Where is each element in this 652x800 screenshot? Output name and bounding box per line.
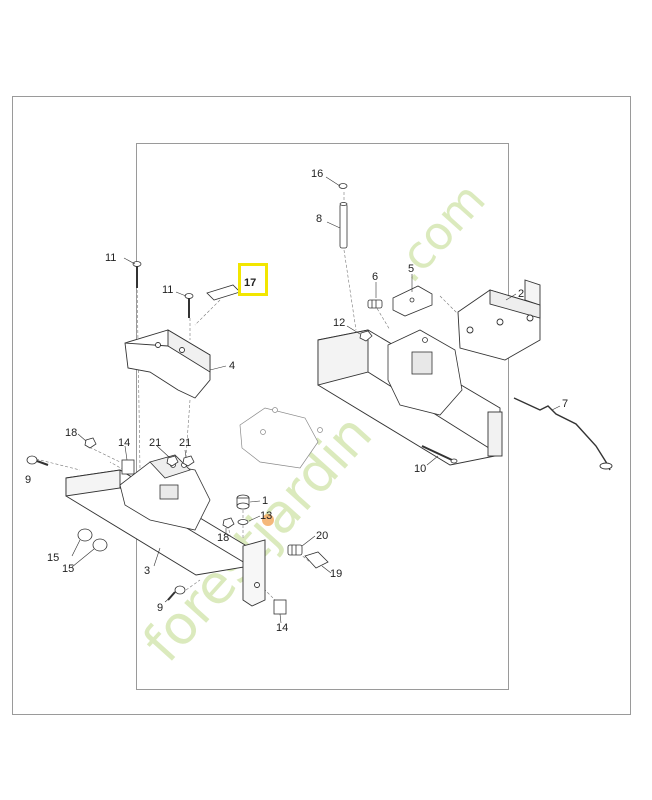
callout-12: 12 <box>333 317 345 329</box>
watermark-suffix: .com <box>380 172 496 292</box>
callout-1: 1 <box>262 495 268 507</box>
callout-9-left: 9 <box>25 474 31 486</box>
callout-6: 6 <box>372 271 378 283</box>
part-18-nut-lower <box>222 517 235 529</box>
callout-10: 10 <box>414 463 426 475</box>
part-8-pin <box>339 202 348 249</box>
callout-21-right: 21 <box>179 437 191 449</box>
part-20-spring <box>287 544 303 556</box>
callout-21-left: 21 <box>149 437 161 449</box>
part-14-clip-lower <box>273 599 287 615</box>
callout-16: 16 <box>311 168 323 180</box>
rear-bracket-ghost <box>239 407 323 469</box>
part-21-nut-right <box>182 455 195 467</box>
callout-labels: 16 8 6 5 2 11 11 17 12 4 7 18 14 21 21 9… <box>25 168 568 634</box>
outer-frame <box>12 96 631 715</box>
part-9-bolt-left <box>26 455 49 466</box>
callout-3: 3 <box>144 565 150 577</box>
callout-14-lower: 14 <box>276 622 288 634</box>
part-18-nut-upper <box>84 437 97 449</box>
part-15-cap-lower <box>92 538 108 552</box>
inner-frame <box>136 143 509 690</box>
part-13-washer <box>237 519 249 525</box>
part-21-nut-left <box>166 455 179 467</box>
callout-11-long: 11 <box>105 252 116 264</box>
callout-11-short: 11 <box>162 284 173 296</box>
callout-5: 5 <box>408 263 414 275</box>
part-11-bolt-long <box>132 261 142 288</box>
part-2-hitch-bracket <box>457 279 541 361</box>
part-17-shim <box>206 284 241 301</box>
callout-8: 8 <box>316 213 322 225</box>
part-16-clip <box>338 183 348 189</box>
part-5-plate <box>392 285 433 317</box>
part-10-bolt <box>421 445 458 464</box>
part-7-rod-loop <box>599 462 613 470</box>
callout-18-upper: 18 <box>65 427 77 439</box>
part-6-spring <box>367 299 383 309</box>
part-15-cap-upper <box>77 528 93 542</box>
callout-17: 17 <box>244 277 256 289</box>
callout-14-upper: 14 <box>118 437 130 449</box>
part-17-highlight-box <box>238 263 268 296</box>
callout-18-lower: 18 <box>217 532 229 544</box>
leader-lines <box>71 176 561 624</box>
callout-19: 19 <box>330 568 342 580</box>
part-14-clip-upper <box>121 459 135 475</box>
callout-15-upper: 15 <box>47 552 59 564</box>
part-11-bolt-short <box>184 293 194 318</box>
part-1-bushing <box>236 494 250 510</box>
callout-13: 13 <box>260 510 272 522</box>
callout-9-lower: 9 <box>157 602 163 614</box>
watermark-accent-dot <box>262 514 274 526</box>
callout-20: 20 <box>316 530 328 542</box>
callout-4: 4 <box>229 360 235 372</box>
callout-2: 2 <box>518 288 524 300</box>
callout-7: 7 <box>562 398 568 410</box>
part-19-clip <box>304 551 329 569</box>
part-12-nut <box>359 330 373 342</box>
rear-mount <box>387 329 463 416</box>
part-4-upper-plate <box>124 329 211 399</box>
callout-15-lower: 15 <box>62 563 74 575</box>
part-7-rod <box>513 397 611 471</box>
